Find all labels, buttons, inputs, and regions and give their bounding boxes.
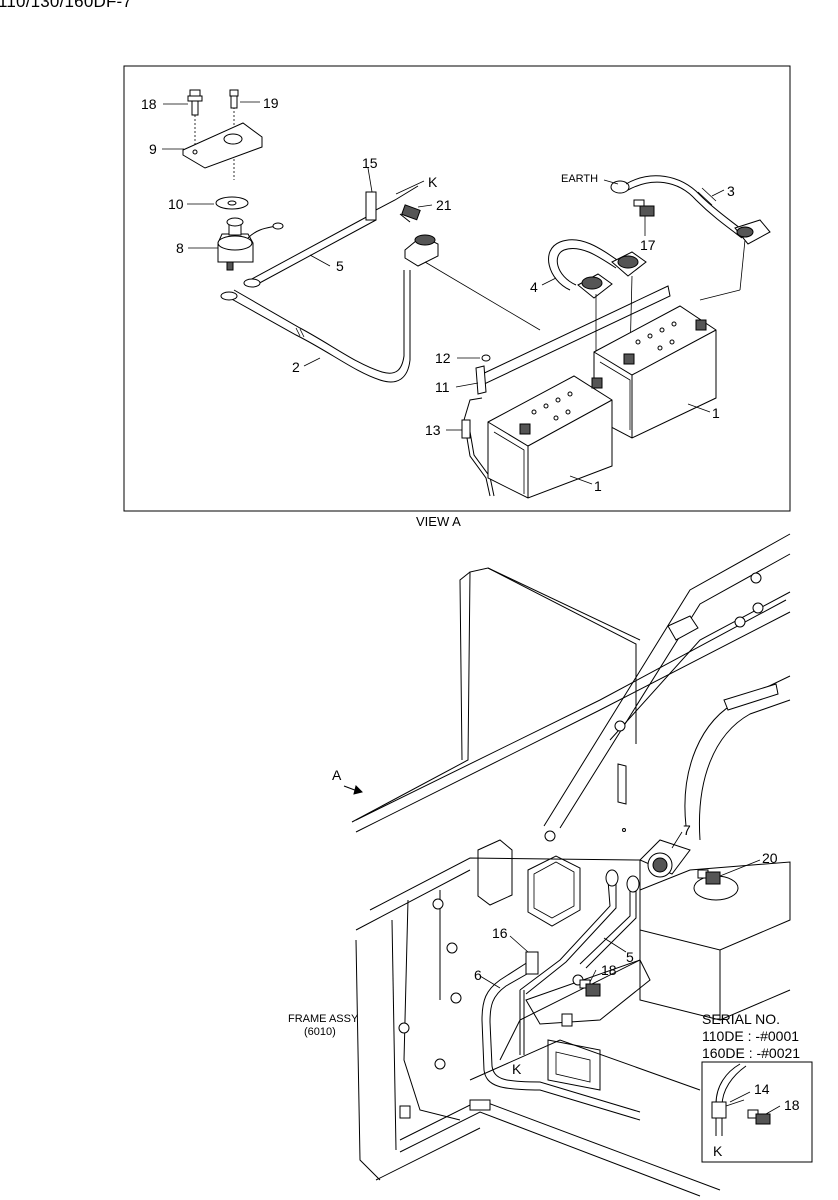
callout-14: 14	[754, 1081, 770, 1097]
callout-4: 4	[530, 279, 538, 295]
callout-5-frame: 5	[626, 949, 634, 965]
callout-19: 19	[263, 95, 279, 111]
frame-leaders	[479, 828, 761, 989]
callout-16: 16	[492, 925, 508, 941]
callout-5-view-a: 5	[336, 258, 344, 274]
frame-cables	[481, 839, 721, 1121]
page-title: 110/130/160DF-7	[0, 0, 133, 11]
callout-9: 9	[149, 141, 157, 157]
callout-11: 11	[435, 379, 450, 395]
callout-17: 17	[640, 237, 656, 253]
serial-inset-detail	[711, 1063, 771, 1136]
callout-20: 20	[762, 850, 778, 866]
callout-2: 2	[292, 359, 300, 375]
key-switch-assembly	[182, 89, 284, 271]
battery-front	[487, 375, 613, 499]
callout-1-right: 1	[712, 405, 720, 421]
callout-18-inset: 18	[784, 1097, 800, 1113]
view-a-frame	[123, 65, 791, 512]
callout-3: 3	[727, 183, 735, 199]
callout-1-front: 1	[594, 478, 602, 494]
cable-5-view-a	[243, 180, 425, 288]
frame-assembly	[343, 533, 791, 1197]
callout-13: 13	[425, 422, 441, 438]
inset-k-label: K	[713, 1143, 723, 1159]
callout-12: 12	[435, 350, 451, 366]
callout-21: 21	[436, 197, 452, 213]
callout-15: 15	[362, 155, 378, 171]
serial-title: SERIAL NO.	[702, 1011, 780, 1027]
frame-k-label: K	[512, 1061, 522, 1077]
callout-10: 10	[168, 196, 184, 212]
serial-line-1: 110DE : -#0001	[702, 1028, 799, 1044]
view-a-arrow-label: A	[332, 767, 342, 783]
cable-2-view-a	[220, 234, 541, 383]
frame-assy-code: (6010)	[304, 1026, 336, 1038]
callout-18-view-a: 18	[141, 96, 157, 112]
serial-inset-frame	[701, 1061, 813, 1163]
earth-label: EARTH	[561, 173, 598, 185]
view-a-caption: VIEW A	[416, 514, 461, 529]
callout-6: 6	[474, 967, 482, 983]
cable-4-and-bracket	[461, 239, 671, 497]
serial-line-2: 160DE : -#0021	[702, 1045, 800, 1061]
callout-7: 7	[683, 822, 691, 838]
frame-assy-label: FRAME ASSY	[288, 1013, 359, 1025]
view-a-leaders	[162, 101, 725, 485]
callout-k-view-a: K	[428, 174, 438, 190]
earth-cable-3	[610, 175, 771, 301]
callout-18-frame: 18	[601, 962, 617, 978]
callout-8: 8	[176, 240, 184, 256]
